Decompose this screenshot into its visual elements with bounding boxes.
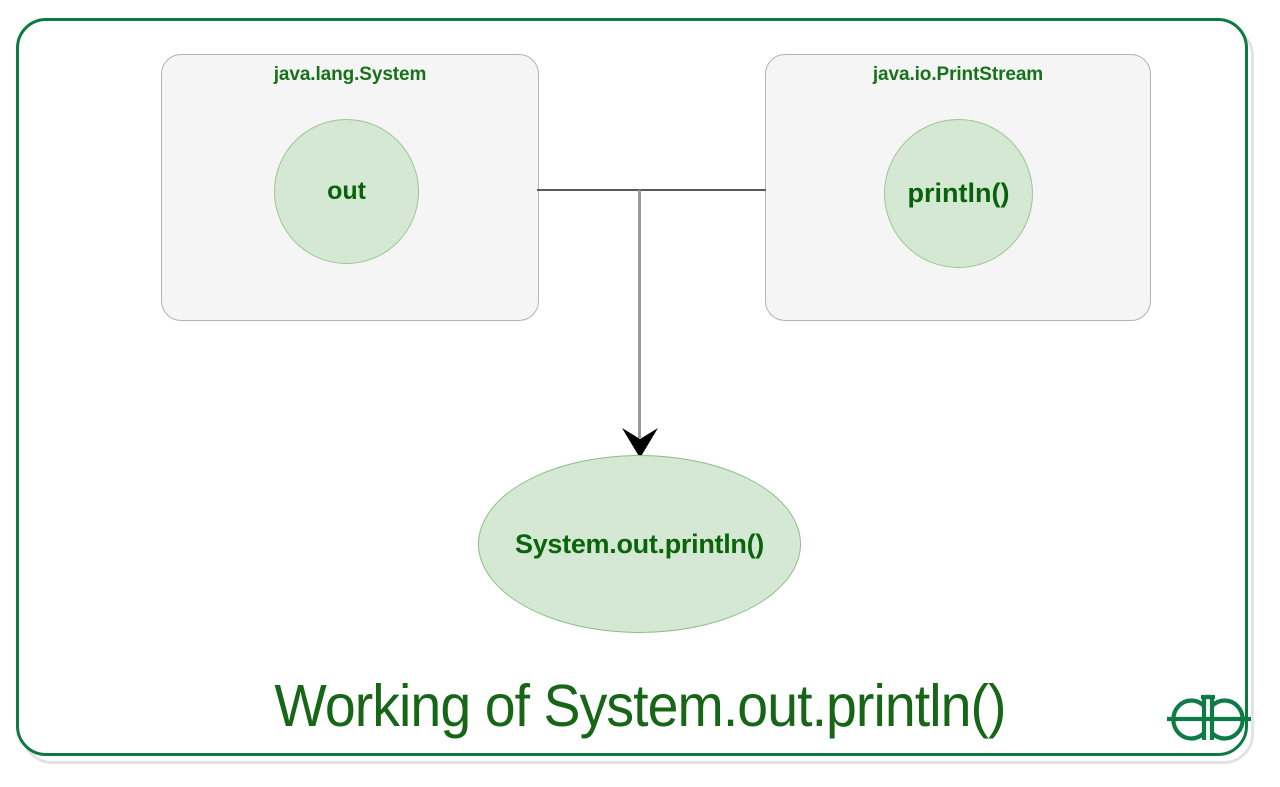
geeksforgeeks-logo-icon [1167,694,1251,741]
diagram-caption: Working of System.out.println() [274,673,1006,739]
class-title-java-io-printstream: java.io.PrintStream [872,64,1044,85]
connector-arrowhead-icon [622,428,658,458]
connector-vertical-line [638,190,641,438]
connector-horizontal-line [537,189,766,191]
class-title-java-lang-system: java.lang.System [273,64,427,85]
class-box-java-lang-system: java.lang.System [161,54,539,321]
member-circle-out: out [274,119,419,264]
member-label-println: println() [907,178,1010,208]
result-label: System.out.println() [515,528,764,559]
member-circle-println: println() [884,119,1033,268]
result-ellipse-system-out-println: System.out.println() [478,455,801,633]
member-label-out: out [327,177,366,205]
